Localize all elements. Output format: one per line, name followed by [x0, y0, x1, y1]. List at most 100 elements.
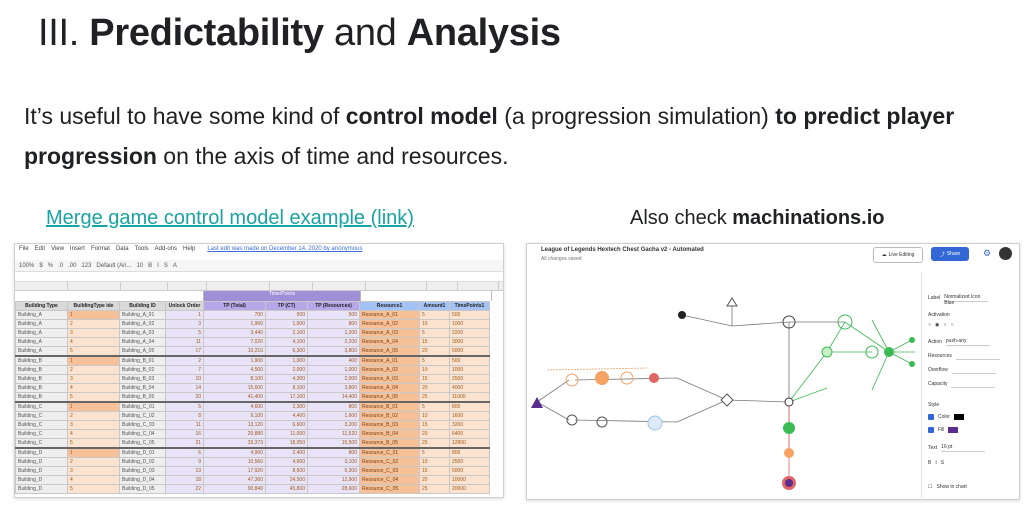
table-cell[interactable]: 7: [165, 365, 204, 375]
table-cell[interactable]: Building_D_02: [119, 457, 166, 467]
table-cell[interactable]: Resource_A_02: [359, 319, 420, 329]
table-cell[interactable]: 4,960: [203, 447, 266, 458]
table-cell[interactable]: 5: [67, 438, 120, 449]
table-cell[interactable]: 1,900: [203, 355, 266, 366]
table-cell[interactable]: 25: [419, 392, 450, 403]
table-cell[interactable]: 3,800: [307, 383, 360, 393]
table-cell[interactable]: 1: [67, 447, 120, 458]
checkbox-empty-icon[interactable]: ☐: [928, 484, 933, 490]
table-cell[interactable]: 5000: [449, 346, 490, 357]
table-cell[interactable]: 17,100: [265, 392, 308, 403]
table-cell[interactable]: Building_C_05: [119, 438, 166, 449]
table-cell[interactable]: Building_A: [15, 328, 68, 338]
table-cell[interactable]: 3200: [449, 420, 490, 430]
table-cell[interactable]: Building_B: [15, 392, 68, 403]
table-cell[interactable]: 2500: [449, 374, 490, 384]
table-cell[interactable]: Building_C_04: [119, 429, 166, 439]
table-cell[interactable]: 3,100: [307, 457, 360, 467]
table-cell[interactable]: 1,000: [265, 355, 308, 366]
table-cell[interactable]: 800: [449, 447, 490, 458]
toolbar-button[interactable]: I: [157, 262, 159, 269]
table-cell[interactable]: 1,200: [307, 328, 360, 338]
table-cell[interactable]: 4,100: [265, 337, 308, 347]
table-cell[interactable]: Building_C_02: [119, 411, 166, 421]
table-cell[interactable]: Building_C: [15, 429, 68, 439]
toolbar-button[interactable]: A: [172, 262, 177, 269]
table-cell[interactable]: Building_A: [15, 319, 68, 329]
table-cell[interactable]: Resource_A_03: [359, 374, 420, 384]
table-cell[interactable]: 1: [67, 355, 120, 366]
table-cell[interactable]: 5: [165, 401, 204, 412]
table-cell[interactable]: 25: [419, 484, 450, 494]
table-cell[interactable]: 3: [67, 374, 120, 384]
table-cell[interactable]: 5: [419, 447, 450, 458]
table-cell[interactable]: Building_D: [15, 475, 68, 485]
table-cell[interactable]: 10: [165, 374, 204, 384]
table-cell[interactable]: 10000: [449, 475, 490, 485]
table-cell[interactable]: 11,000: [265, 429, 308, 439]
table-cell[interactable]: 17,920: [203, 466, 266, 476]
capacity-field[interactable]: [951, 380, 996, 388]
color-swatch[interactable]: [953, 414, 964, 420]
table-cell[interactable]: 15,600: [203, 383, 266, 393]
table-cell[interactable]: 20: [419, 429, 450, 439]
table-cell[interactable]: Building_A: [15, 310, 68, 320]
table-cell[interactable]: 2: [165, 355, 204, 366]
table-cell[interactable]: 28,600: [307, 484, 360, 494]
menu-item[interactable]: Data: [115, 246, 129, 252]
table-cell[interactable]: Resource_B_01: [359, 401, 420, 412]
table-cell[interactable]: 2,000: [307, 374, 360, 384]
table-cell[interactable]: 20: [419, 383, 450, 393]
table-cell[interactable]: Building_C: [15, 420, 68, 430]
table-cell[interactable]: 4: [67, 429, 120, 439]
table-cell[interactable]: 7,020: [203, 337, 266, 347]
table-cell[interactable]: 14,400: [307, 392, 360, 403]
table-cell[interactable]: 5: [67, 392, 120, 403]
table-cell[interactable]: 2: [67, 365, 120, 375]
table-cell[interactable]: 8: [165, 411, 204, 421]
table-cell[interactable]: 18: [165, 475, 204, 485]
table-cell[interactable]: 5: [419, 328, 450, 338]
checkbox-icon[interactable]: [928, 414, 934, 420]
table-cell[interactable]: 15,500: [307, 438, 360, 449]
table-cell[interactable]: Building_B: [15, 374, 68, 384]
toolbar-button[interactable]: S: [163, 262, 168, 269]
table-cell[interactable]: 10,560: [203, 457, 266, 467]
toolbar-button[interactable]: 100%: [19, 262, 35, 269]
table-cell[interactable]: 2: [67, 411, 120, 421]
table-cell[interactable]: Building_B: [15, 383, 68, 393]
fill-swatch[interactable]: [948, 427, 959, 433]
column-header[interactable]: Resource1: [359, 301, 420, 311]
toolbar-button[interactable]: 123: [81, 262, 92, 269]
table-cell[interactable]: Resource_A_04: [359, 383, 420, 393]
table-cell[interactable]: Building_D: [15, 466, 68, 476]
table-cell[interactable]: 33,373: [203, 438, 266, 449]
table-cell[interactable]: Building_A_01: [119, 310, 166, 320]
action-select[interactable]: push-any: [945, 338, 990, 346]
table-cell[interactable]: Resource_A_05: [359, 346, 420, 357]
table-cell[interactable]: 1,600: [307, 411, 360, 421]
table-cell[interactable]: 1000: [449, 365, 490, 375]
table-cell[interactable]: 1: [67, 310, 120, 320]
table-cell[interactable]: Building_B_02: [119, 365, 166, 375]
table-cell[interactable]: 500: [307, 310, 360, 320]
table-cell[interactable]: Resource_B_05: [359, 438, 420, 449]
column-header[interactable]: TP (Total): [203, 301, 266, 311]
column-header[interactable]: BuildingType ide: [67, 301, 120, 311]
table-cell[interactable]: Building_A: [15, 337, 68, 347]
table-cell[interactable]: 22: [165, 484, 204, 494]
table-cell[interactable]: 8,100: [203, 374, 266, 384]
table-cell[interactable]: 3,800: [307, 346, 360, 357]
menu-item[interactable]: Format: [90, 246, 110, 252]
menu-item[interactable]: Tools: [134, 246, 149, 252]
italic-icon[interactable]: I: [935, 460, 937, 466]
table-cell[interactable]: 6,300: [265, 346, 308, 357]
table-cell[interactable]: 10: [419, 457, 450, 467]
table-cell[interactable]: 11: [165, 420, 204, 430]
table-cell[interactable]: 10: [419, 319, 450, 329]
toolbar-button[interactable]: Default (Ari...: [96, 262, 132, 269]
table-cell[interactable]: 11,520: [307, 429, 360, 439]
table-cell[interactable]: 20000: [449, 484, 490, 494]
table-cell[interactable]: Resource_A_01: [359, 310, 420, 320]
table-cell[interactable]: 47,360: [203, 475, 266, 485]
